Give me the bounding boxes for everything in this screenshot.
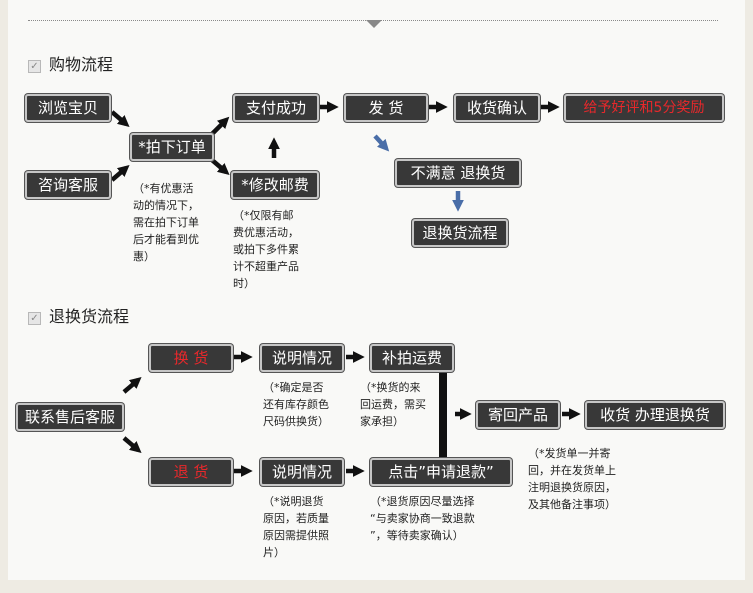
- arrow-service-refund: [122, 436, 142, 454]
- node-explain-refund: 说明情况: [260, 458, 344, 486]
- node-apply-refund: 点击”申请退款”: [370, 458, 512, 486]
- node-modify: *修改邮费: [231, 171, 319, 199]
- section-title-text: 退换货流程: [49, 307, 130, 326]
- node-exchange: 换 货: [149, 344, 233, 372]
- node-reward: 给予好评和5分奖励: [564, 94, 724, 122]
- arrow-browse-order: [110, 110, 130, 128]
- arrow-service-exchange: [122, 376, 142, 394]
- note-apply-refund: （*退货原因尽量选择 “与卖家协商一致退款 ”，等待卖家确认）: [370, 495, 475, 542]
- node-order: *拍下订单: [130, 133, 214, 161]
- node-handle: 收货 办理退换货: [585, 401, 725, 429]
- note-order: （*有优惠活 动的情况下， 需在拍下订单 后才能看到优 惠）: [133, 182, 199, 263]
- node-consult: 咨询客服: [25, 171, 111, 199]
- note-explain-refund: （*说明退货 原因，若质量 原因需提供照 片）: [263, 495, 329, 559]
- node-send-back: 寄回产品: [476, 401, 560, 429]
- node-receive: 收货确认: [454, 94, 540, 122]
- section-title-return: ✓ 退换货流程: [28, 307, 129, 327]
- merge-bar: [439, 369, 447, 462]
- arrow-order-modify: [210, 158, 230, 176]
- node-pay: 支付成功: [233, 94, 319, 122]
- checkbox-icon: ✓: [28, 312, 41, 325]
- node-service: 联系售后客服: [16, 403, 124, 431]
- section-title-text: 购物流程: [49, 55, 114, 74]
- arrow-consult-order: [110, 164, 130, 182]
- checkbox-icon: ✓: [28, 60, 41, 73]
- section-title-shopping: ✓ 购物流程: [28, 55, 113, 75]
- note-explain-exchange: （*确定是否 还有库存颜色 尺码供换货）: [263, 381, 329, 428]
- node-unhappy: 不满意 退换货: [395, 159, 521, 187]
- node-explain-exchange: 说明情况: [260, 344, 344, 372]
- node-ship: 发 货: [344, 94, 428, 122]
- note-modify: （*仅限有邮 费优惠活动， 或拍下多件累 计不超重产品 时）: [233, 209, 299, 290]
- node-browse: 浏览宝贝: [25, 94, 111, 122]
- down-triangle-icon: [366, 20, 382, 28]
- arrow-order-pay: [210, 116, 230, 136]
- note-shipping-fee: （*换货的来 回运费，需买 家承担）: [360, 381, 426, 428]
- node-shipping-fee: 补拍运费: [370, 344, 454, 372]
- node-return-flow: 退换货流程: [412, 219, 508, 247]
- node-refund: 退 货: [149, 458, 233, 486]
- note-handle: （*发货单一并寄 回，并在发货单上 注明退换货原因， 及其他备注事项）: [528, 447, 616, 511]
- arrow-ship-unhappy: [373, 134, 390, 152]
